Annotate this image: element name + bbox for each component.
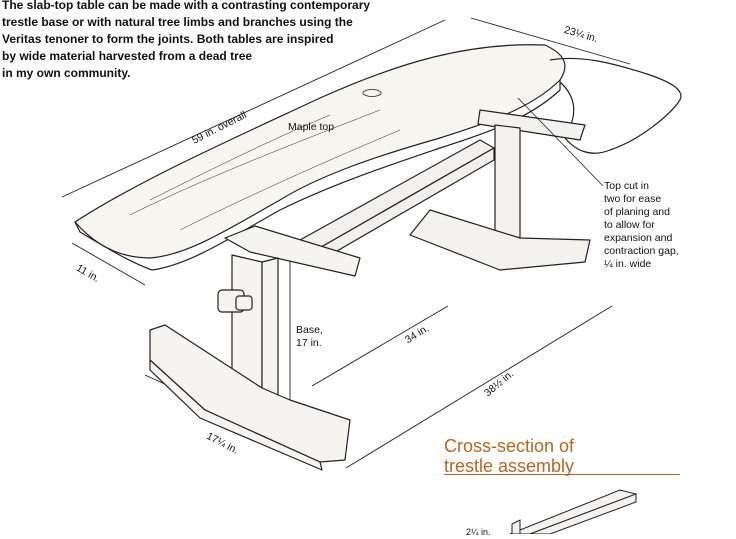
callout-line: two for ease: [604, 193, 662, 205]
top-cut-callout: Top cut in two for ease of planing and t…: [604, 180, 679, 271]
callout-line: to allow for: [604, 219, 655, 231]
callout-leader: [517, 97, 604, 187]
base-label-line: Base,: [296, 324, 323, 336]
callout-line: of planing and: [604, 206, 670, 218]
callout-line: Top cut in: [604, 180, 649, 192]
intro-line: The slab-top table can be made with a co…: [2, 0, 371, 12]
cross-section-drawing: [509, 489, 638, 534]
front-trestle: [149, 225, 361, 471]
cross-section-title-line: trestle assembly: [444, 456, 575, 476]
callout-line: contraction gap,: [604, 245, 679, 257]
rear-trestle: [409, 109, 591, 271]
dimension-lines: [61, 17, 631, 469]
base-height-label: Base, 17 in.: [296, 324, 323, 350]
intro-line: Veritas tenoner to form the joints. Both…: [2, 32, 334, 46]
cross-section-rule: [444, 474, 680, 475]
callout-line: ¼ in. wide: [604, 258, 652, 270]
maple-top-label: Maple top: [288, 121, 335, 133]
callout-line: expansion and: [604, 232, 673, 244]
intro-paragraph: The slab-top table can be made with a co…: [2, 0, 382, 82]
intro-line: by wide material harvested from a dead t…: [2, 49, 253, 63]
maple-slab-top: [74, 44, 682, 271]
intro-line: in my own community.: [2, 66, 131, 80]
partial-dimension-label: 2¼ in.: [466, 527, 491, 537]
intro-line: trestle base or with natural tree limbs …: [2, 15, 353, 29]
cross-section-title: Cross-section of trestle assembly: [444, 436, 574, 476]
base-label-line: 17 in.: [296, 337, 322, 349]
cross-section-title-line: Cross-section of: [444, 436, 575, 456]
